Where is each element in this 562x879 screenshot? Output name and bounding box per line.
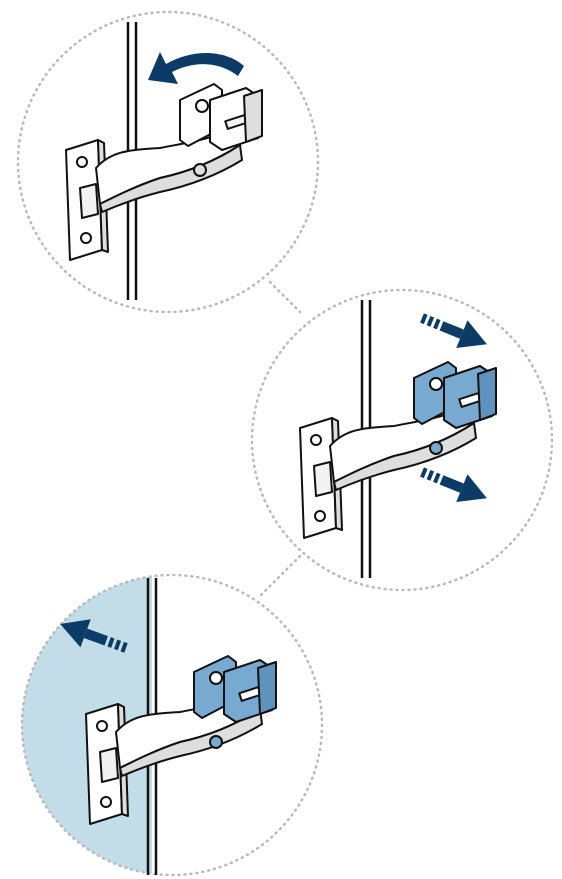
- hinge-clip: [244, 90, 262, 142]
- step-2-panel: [252, 290, 552, 590]
- plate-screw-bottom: [81, 233, 91, 243]
- plate-screw-bottom: [315, 511, 325, 521]
- plate-screw-top: [311, 435, 321, 445]
- boss-screw: [194, 164, 206, 176]
- cup-screw: [196, 100, 208, 112]
- curved-arrow-icon: [148, 52, 244, 84]
- connector-line-1-2: [270, 282, 300, 312]
- plate-slot: [100, 748, 118, 782]
- cup-screw: [210, 672, 222, 684]
- boss-screw: [430, 442, 442, 454]
- plate-screw-bottom: [101, 797, 111, 807]
- step-1-panel: [18, 12, 318, 312]
- hinge-clip: [478, 368, 496, 420]
- plate-screw-top: [77, 157, 87, 167]
- hinge-clip: [258, 662, 276, 714]
- plate-slot: [314, 462, 332, 496]
- step-2-hinge: [300, 362, 496, 538]
- step-1-hinge: [66, 84, 262, 260]
- boss-screw: [210, 736, 222, 748]
- cup-screw: [430, 378, 442, 390]
- plate-slot: [80, 184, 98, 218]
- pull-arrow-top: [416, 304, 492, 358]
- door-highlight: [0, 560, 152, 879]
- pull-arrow-bottom: [416, 458, 492, 512]
- step-3-panel: [0, 560, 322, 879]
- plate-screw-top: [97, 721, 107, 731]
- connector-line-2-3: [260, 556, 300, 596]
